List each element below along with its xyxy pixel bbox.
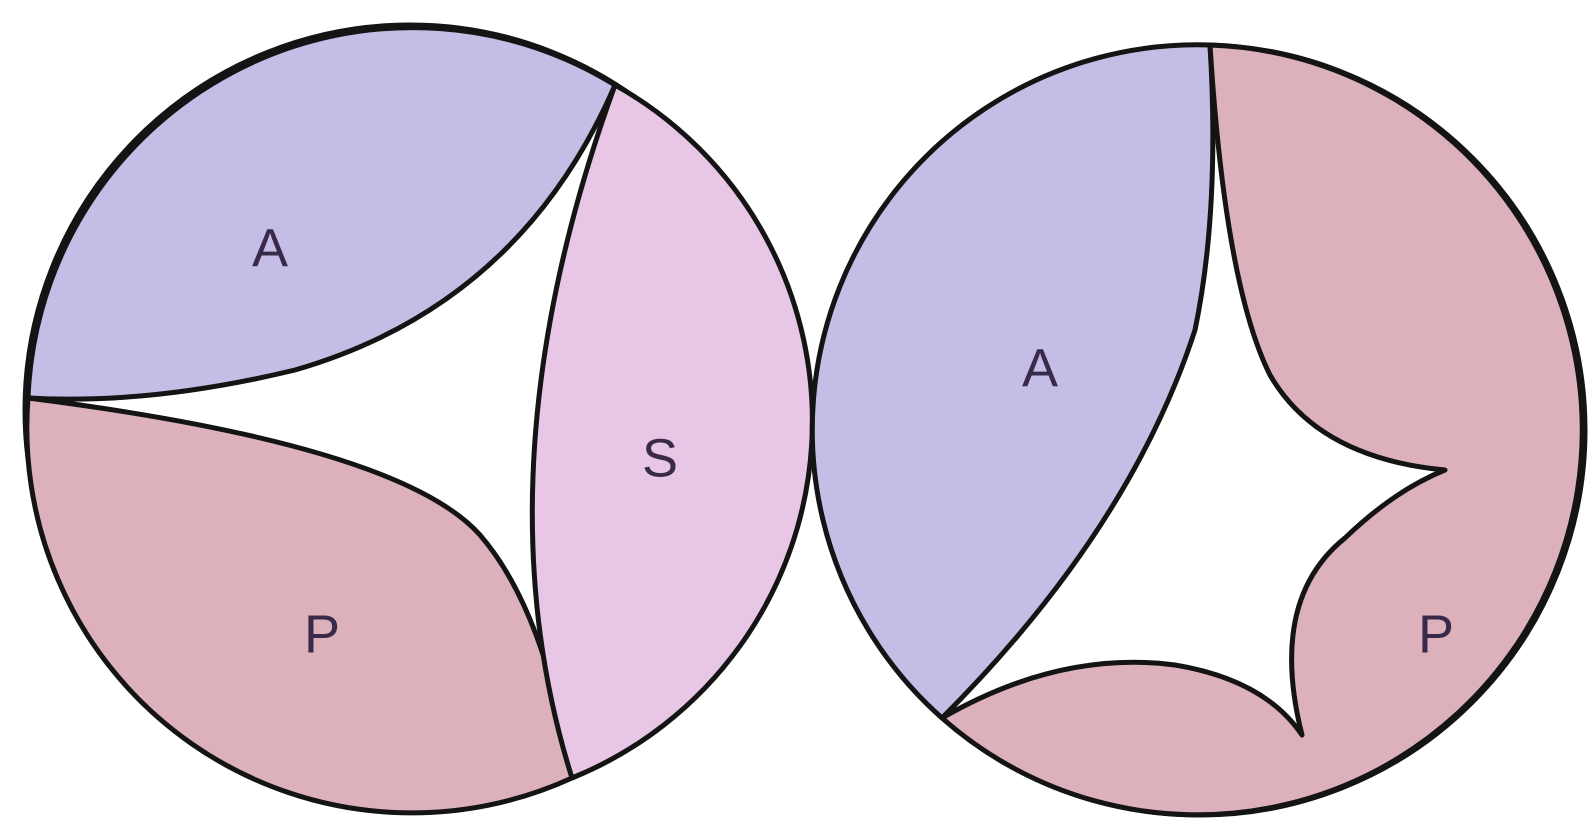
- right-valve: A P: [809, 42, 1588, 818]
- right-anterior-leaflet: [809, 42, 1216, 721]
- right-anterior-label: A: [1022, 338, 1058, 398]
- left-valve: A P S: [22, 22, 815, 816]
- left-anterior-leaflet: [25, 25, 618, 402]
- left-septal-leaflet: [529, 82, 815, 781]
- left-anterior-label: A: [252, 218, 288, 278]
- right-posterior-label: P: [1418, 604, 1454, 664]
- right-posterior-leaflet: [939, 42, 1585, 818]
- left-septal-label: S: [642, 428, 678, 488]
- left-posterior-leaflet: [24, 395, 575, 816]
- left-posterior-label: P: [304, 604, 340, 664]
